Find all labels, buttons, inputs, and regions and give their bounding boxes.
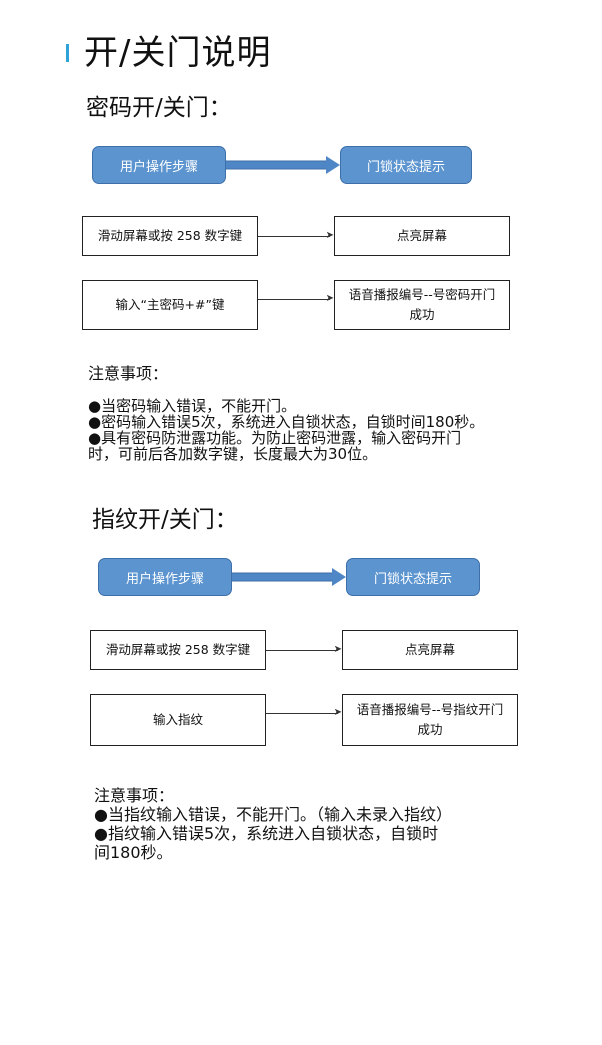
password-row1-arrow: ➤ <box>258 230 334 242</box>
fingerprint-note-3: 间180秒。 <box>94 843 173 862</box>
fingerprint-notes-title: 注意事项： <box>94 786 175 805</box>
fingerprint-section-title: 指纹开/关门： <box>92 507 238 533</box>
password-header-user-steps: 用户操作步骤 <box>92 146 226 184</box>
fingerprint-note-2: ●指纹输入错误5次，系统进入自锁状态，自锁时 <box>94 824 439 843</box>
password-row2-action: 输入“主密码+#”键 <box>82 280 258 330</box>
fingerprint-header-lock-status: 门锁状态提示 <box>346 558 480 596</box>
password-notes-title: 注意事项： <box>88 364 169 383</box>
fingerprint-row1-action: 滑动屏幕或按 258 数字键 <box>90 630 266 670</box>
password-row1-status: 点亮屏幕 <box>334 216 510 256</box>
fingerprint-row2-status-line1: 语音播报编号--号指纹开门 <box>356 702 504 717</box>
password-row2-status: 语音播报编号--号密码开门 成功 <box>334 280 510 330</box>
password-row2-status-line1: 语音播报编号--号密码开门 <box>348 287 496 302</box>
password-note-3: ●具有密码防泄露功能。为防止密码泄露，输入密码开门 <box>88 429 462 447</box>
password-note-4: 时，可前后各加数字键，长度最大为30位。 <box>88 445 378 463</box>
fingerprint-row1-arrow: ➤ <box>266 644 342 656</box>
password-row1-action: 滑动屏幕或按 258 数字键 <box>82 216 258 256</box>
password-header-arrow <box>226 156 340 174</box>
title-accent-bar <box>66 44 69 62</box>
page-title: 开/关门说明 <box>84 33 272 73</box>
password-section-title: 密码开/关门： <box>86 95 232 121</box>
fingerprint-row2-action: 输入指纹 <box>90 694 266 746</box>
fingerprint-row2-arrow: ➤ <box>266 707 342 719</box>
fingerprint-row2-status-line2: 成功 <box>417 722 443 737</box>
password-note-2: ●密码输入错误5次，系统进入自锁状态，自锁时间180秒。 <box>88 413 485 431</box>
fingerprint-header-arrow <box>232 568 346 586</box>
fingerprint-note-1: ●当指纹输入错误，不能开门。（输入未录入指纹） <box>94 805 452 824</box>
password-header-lock-status: 门锁状态提示 <box>340 146 472 184</box>
password-row2-arrow: ➤ <box>258 293 334 305</box>
fingerprint-row2-status: 语音播报编号--号指纹开门 成功 <box>342 694 518 746</box>
password-row2-status-line2: 成功 <box>409 307 435 322</box>
fingerprint-header-user-steps: 用户操作步骤 <box>98 558 232 596</box>
password-note-1: ●当密码输入错误，不能开门。 <box>88 397 297 415</box>
fingerprint-row1-status: 点亮屏幕 <box>342 630 518 670</box>
